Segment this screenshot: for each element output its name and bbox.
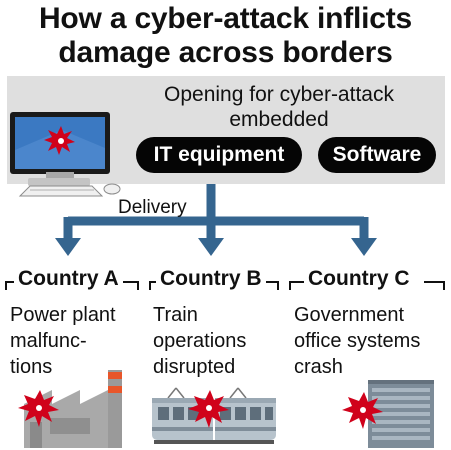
country-c-line-1: Government: [294, 304, 405, 326]
factory-icon: [18, 370, 122, 448]
opening-line-1: Opening for cyber-attack: [164, 83, 394, 106]
it-equipment-pill: IT equipment: [136, 137, 302, 173]
opening-line-2: embedded: [229, 108, 329, 131]
country-c-description: Government office systems crash: [294, 302, 420, 380]
country-c-title: Country C: [304, 267, 414, 291]
explosion-icon: [188, 390, 229, 428]
country-a-description: Power plant malfunc- tions: [10, 302, 116, 380]
country-c-line-2: office systems: [294, 330, 421, 352]
explosion-icon: [342, 392, 383, 429]
country-b-line-2: operations: [153, 330, 247, 352]
country-b-line-3: disrupted: [153, 356, 236, 378]
country-a-line-2: malfunc-: [10, 330, 87, 352]
country-a-line-3: tions: [10, 356, 53, 378]
delivery-label: Delivery: [118, 197, 187, 218]
office-building-icon: [342, 380, 434, 448]
explosion-icon: [44, 126, 75, 155]
delivery-arrows: [55, 184, 377, 256]
country-c-line-3: crash: [294, 356, 343, 378]
country-a-line-1: Power plant: [10, 304, 116, 326]
title-line-2: damage across borders: [58, 36, 393, 69]
country-b-title: Country B: [156, 267, 266, 291]
country-b-line-1: Train: [153, 304, 198, 326]
explosion-icon: [18, 390, 59, 427]
title-line-1: How a cyber-attack inflicts: [38, 2, 413, 35]
software-pill: Software: [318, 137, 436, 173]
computer-icon: [10, 112, 121, 197]
country-a-title: Country A: [14, 267, 123, 291]
opening-text: Opening for cyber-attack embedded: [120, 82, 438, 132]
country-b-description: Train operations disrupted: [153, 302, 246, 380]
train-icon: [152, 387, 276, 444]
